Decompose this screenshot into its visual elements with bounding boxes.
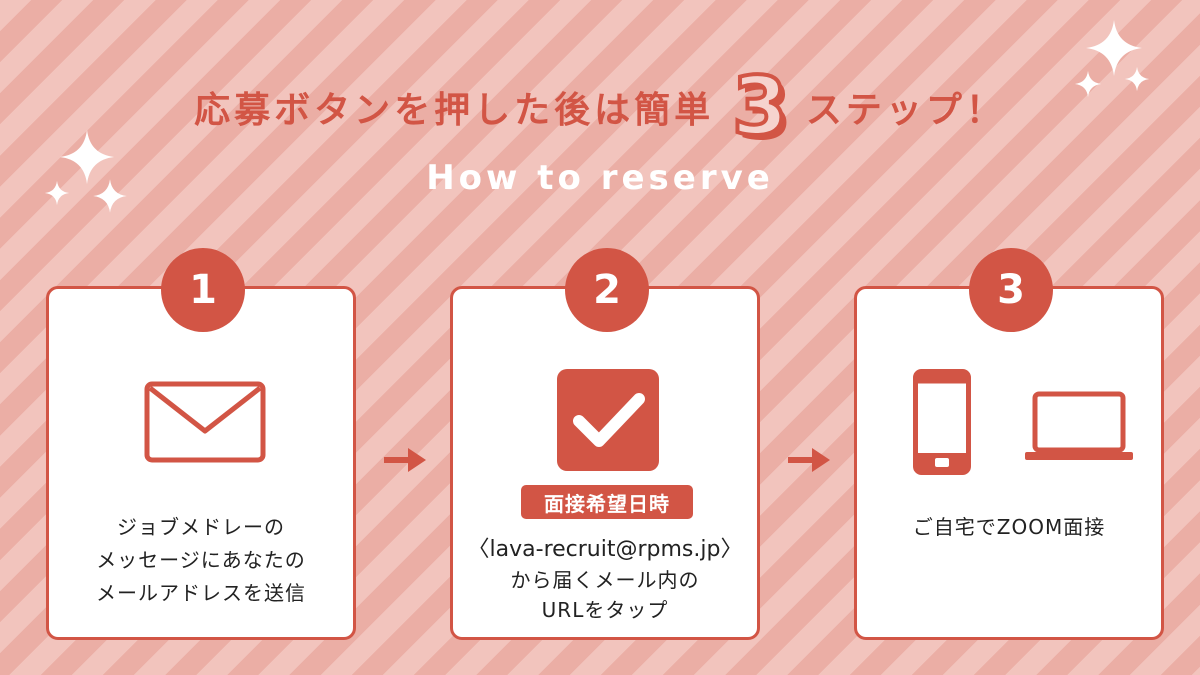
smartphone-icon bbox=[913, 369, 971, 475]
step-card-1: ジョブメドレーの メッセージにあなたの メールアドレスを送信 bbox=[46, 286, 356, 640]
arrow-right-icon bbox=[788, 448, 830, 472]
title-text-after: ステップ！ bbox=[805, 90, 1006, 131]
sparkle-icon bbox=[1086, 20, 1142, 76]
sparkle-icon bbox=[59, 129, 115, 185]
step-number-3: 3 bbox=[969, 248, 1053, 332]
step-number-1: 1 bbox=[161, 248, 245, 332]
page-title: 応募ボタンを押した後は簡単 3 ステップ！ bbox=[0, 62, 1200, 152]
envelope-icon bbox=[144, 381, 266, 463]
laptop-icon bbox=[1025, 391, 1133, 460]
page-subtitle: How to reserve bbox=[426, 158, 774, 198]
step-1-text: ジョブメドレーの メッセージにあなたの メールアドレスを送信 bbox=[49, 511, 353, 610]
step-3-line: ご自宅でZOOM面接 bbox=[912, 515, 1106, 539]
preferred-datetime-badge: 面接希望日時 bbox=[521, 485, 693, 519]
sparkle-icon bbox=[1074, 70, 1102, 98]
step-2-line: から届くメール内の bbox=[510, 568, 700, 592]
step-2-text: 〈lava-recruit@rpms.jp〉 から届くメール内の URLをタップ bbox=[453, 535, 757, 625]
step-3-text: ご自宅でZOOM面接 bbox=[857, 511, 1161, 544]
arrow-right-icon bbox=[384, 448, 426, 472]
step-card-3: ご自宅でZOOM面接 bbox=[854, 286, 1164, 640]
step-card-2: 面接希望日時 〈lava-recruit@rpms.jp〉 から届くメール内の … bbox=[450, 286, 760, 640]
recruit-email-address: 〈lava-recruit@rpms.jp〉 bbox=[467, 537, 743, 562]
step-2-line: URLをタップ bbox=[541, 598, 669, 622]
sparkle-icon bbox=[44, 180, 70, 206]
step-1-line: ジョブメドレーの bbox=[117, 515, 285, 539]
title-step-count: 3 bbox=[730, 60, 790, 153]
step-1-line: メールアドレスを送信 bbox=[96, 581, 306, 605]
checkbox-icon bbox=[557, 369, 659, 471]
step-1-line: メッセージにあなたの bbox=[96, 548, 306, 572]
title-text-before: 応募ボタンを押した後は簡単 bbox=[194, 90, 715, 131]
sparkle-icon bbox=[1124, 66, 1150, 92]
step-number-2: 2 bbox=[565, 248, 649, 332]
sparkle-icon bbox=[93, 179, 127, 213]
